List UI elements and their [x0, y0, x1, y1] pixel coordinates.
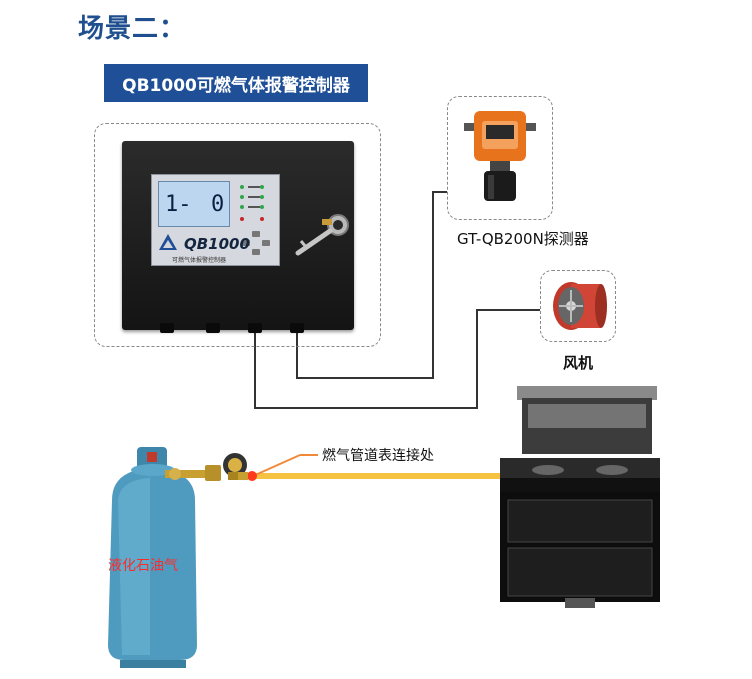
- control-panel: 1- 0 QB1000 可燃气体报警控制器: [151, 174, 280, 266]
- indicator-text: [248, 196, 260, 198]
- fan-label: 风机: [563, 354, 594, 372]
- controller-banner: QB1000可燃气体报警控制器: [104, 64, 368, 102]
- cable-gland: [248, 323, 262, 333]
- cable-gland: [290, 323, 304, 333]
- indicator-led: [240, 185, 244, 189]
- indicator-led: [260, 217, 264, 221]
- stove-icon: [500, 386, 660, 608]
- scene-title: 场景二：: [78, 14, 187, 44]
- cable-gland: [206, 323, 220, 333]
- detector-label: GT-QB200N探测器: [457, 230, 589, 248]
- keypad: [242, 231, 272, 259]
- keypad-button: [242, 240, 250, 246]
- cylinder-label: 液化石油气: [108, 558, 178, 574]
- lcd-value: 0: [211, 192, 225, 217]
- lcd-channel: 1-: [165, 192, 192, 217]
- pipe-joint-marker: [247, 471, 257, 481]
- keypad-button: [262, 240, 270, 246]
- lcd-screen: 1- 0: [158, 181, 230, 227]
- indicator-led: [240, 217, 244, 221]
- indicator-text: [248, 186, 260, 188]
- indicator-led: [240, 205, 244, 209]
- gas-cylinder-icon: [108, 447, 197, 668]
- detector-cable: [296, 191, 447, 379]
- brand-logo-icon: [159, 234, 177, 250]
- pipe-label-leader: [252, 454, 301, 477]
- fan-icon: [553, 282, 607, 330]
- controller-frame: [94, 123, 381, 347]
- brand-label: QB1000: [184, 235, 250, 253]
- indicator-led: [260, 205, 264, 209]
- detector-frame: [447, 96, 553, 220]
- device-subtitle: 可燃气体报警控制器: [172, 257, 227, 264]
- gas-detector-icon: [464, 111, 536, 201]
- indicator-led: [240, 195, 244, 199]
- fan-frame: [540, 270, 616, 342]
- alarm-controller: 1- 0 QB1000 可燃气体报警控制器: [122, 141, 354, 333]
- indicator-led: [260, 185, 264, 189]
- key-icon: [295, 214, 349, 256]
- valve-icon: [165, 453, 248, 481]
- keypad-button: [252, 231, 260, 237]
- indicator-led: [260, 195, 264, 199]
- cable-gland: [160, 323, 174, 333]
- fan-cable: [254, 309, 540, 409]
- keypad-button: [252, 249, 260, 255]
- indicator-text: [248, 206, 260, 208]
- pipe-connection-label: 燃气管道表连接处: [322, 448, 434, 464]
